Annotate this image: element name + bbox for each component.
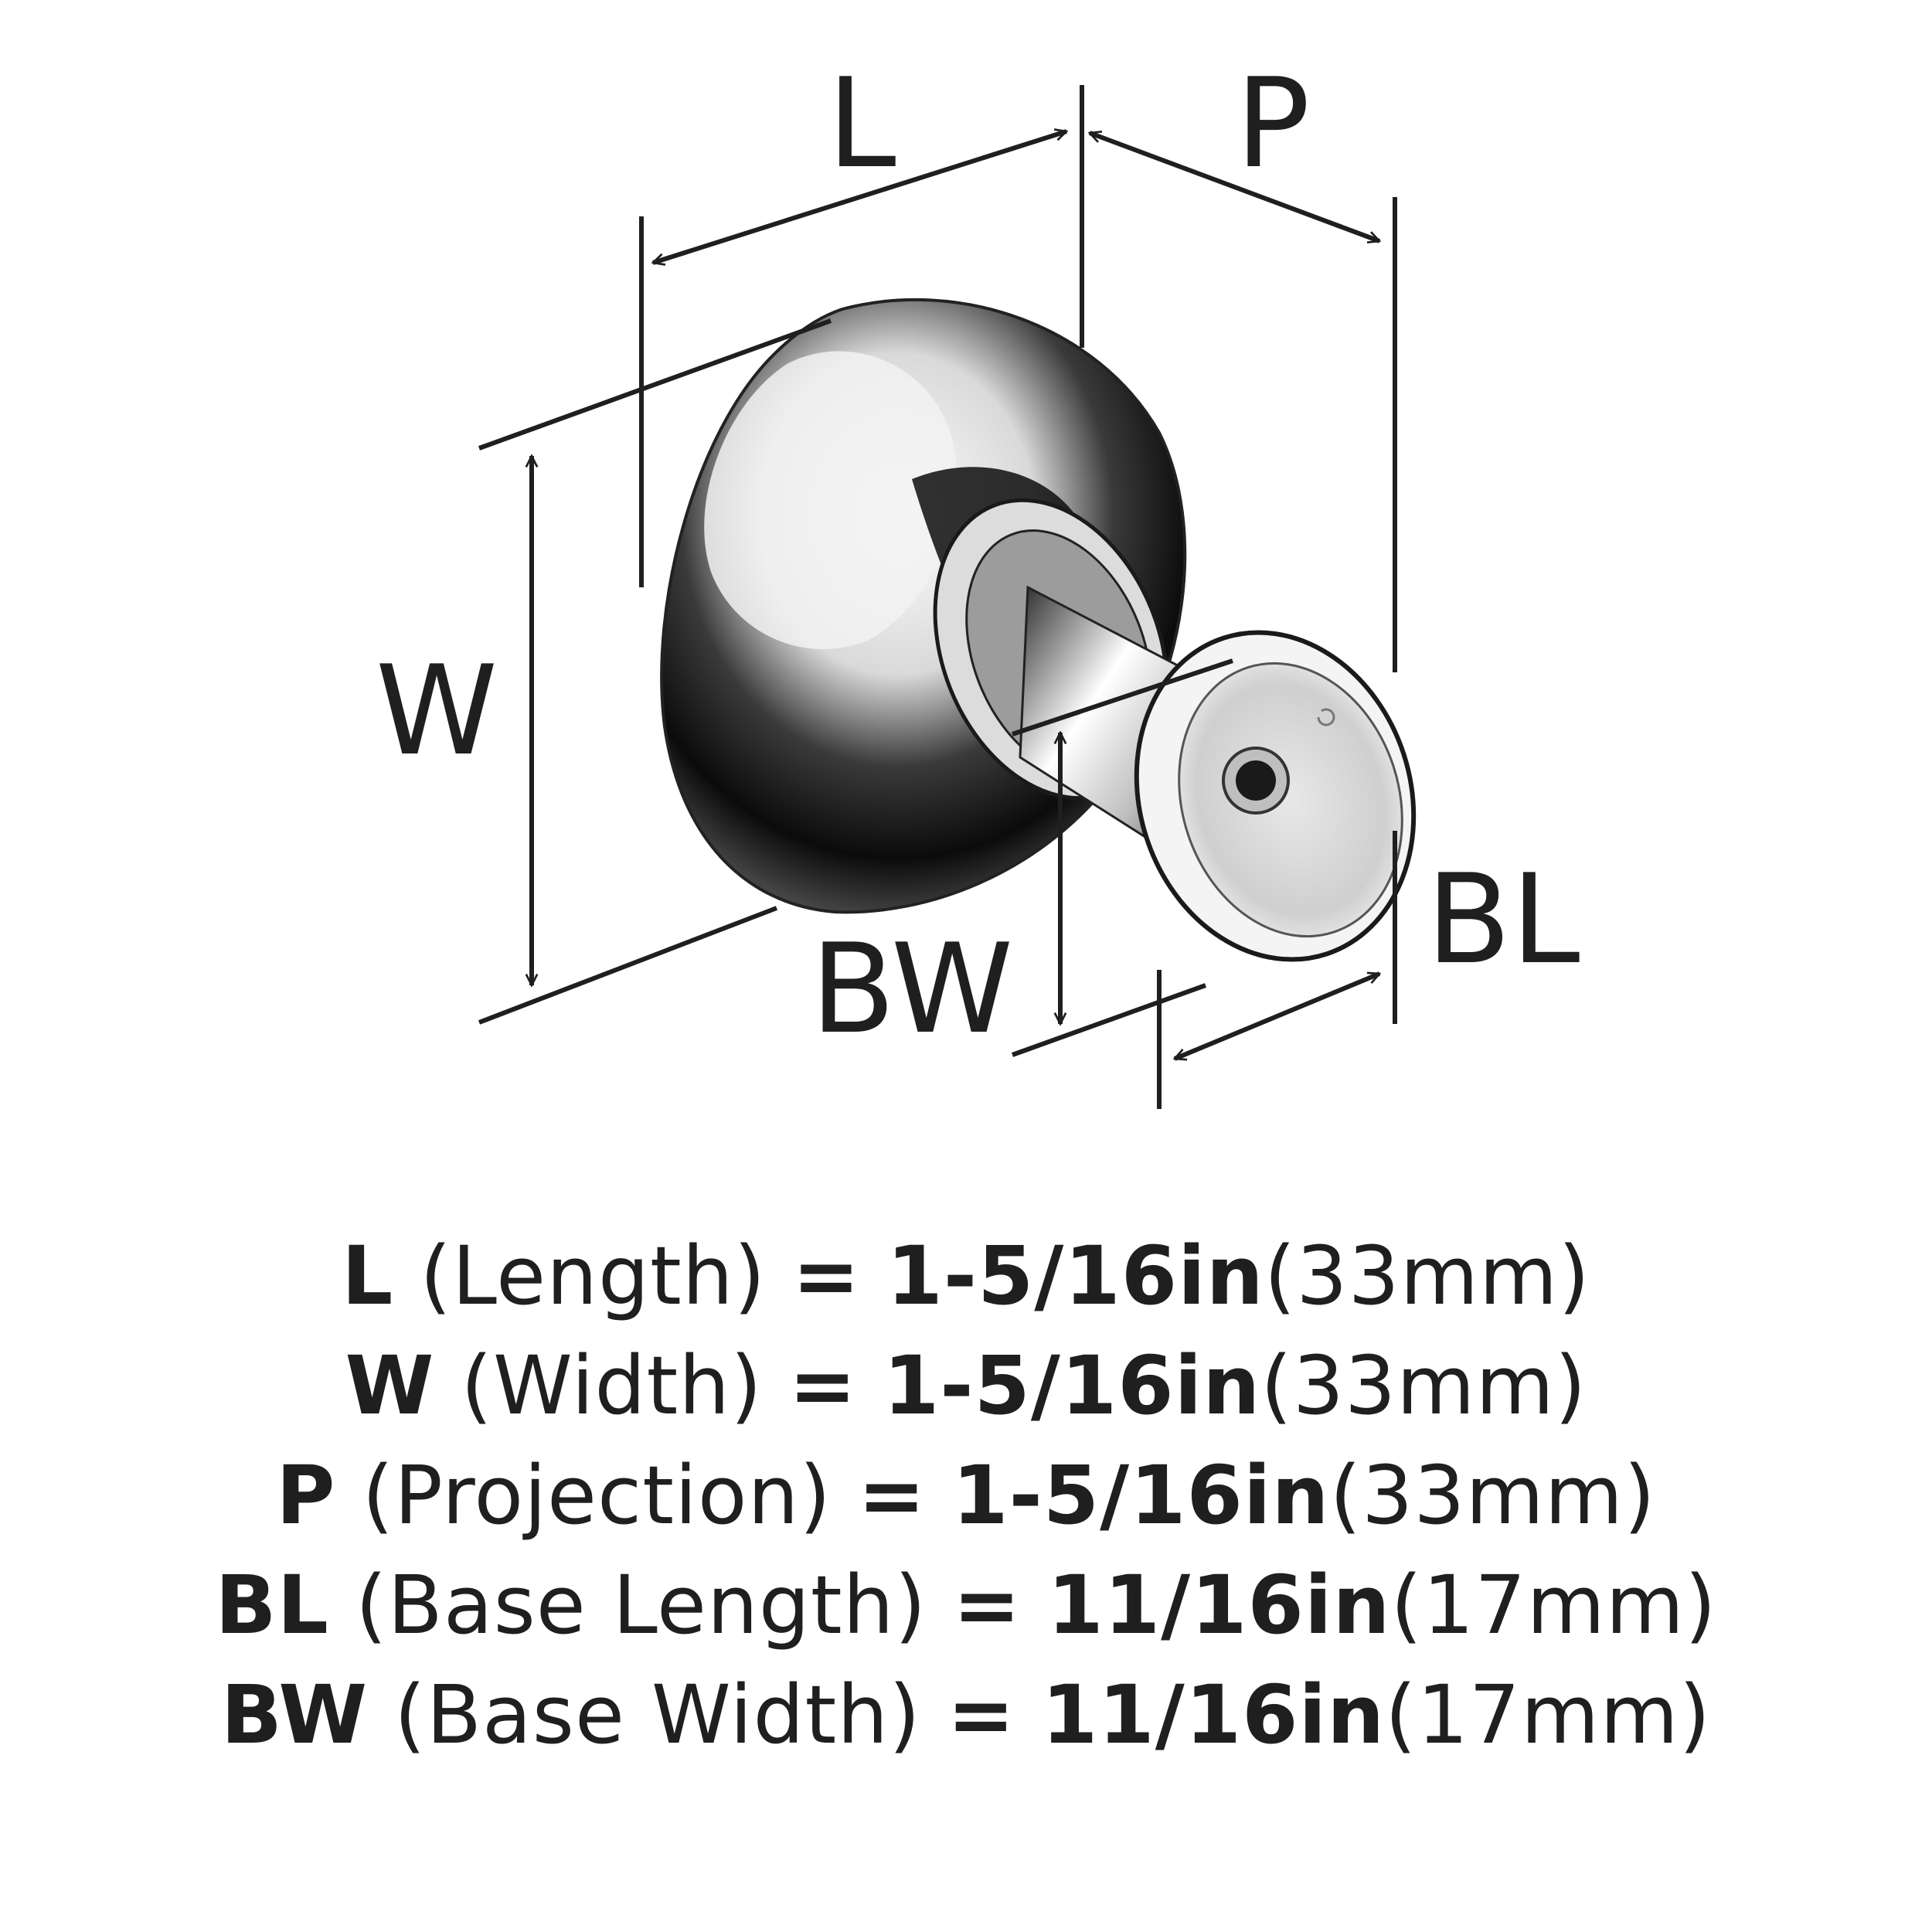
- label-p: P: [1236, 51, 1310, 196]
- spec-row-base-length: BL (Base Length) = 11/16in(17mm): [0, 1550, 1932, 1660]
- spec-code: W: [345, 1338, 435, 1433]
- spec-equals: =: [947, 1668, 1015, 1762]
- spec-imperial: 1-5/16in: [952, 1448, 1330, 1543]
- spec-name: (Projection): [362, 1448, 832, 1543]
- knob-illustration: [660, 298, 1417, 962]
- spec-row-width: W (Width) = 1-5/16in(33mm): [0, 1331, 1932, 1440]
- label-l: L: [827, 51, 896, 196]
- spec-equals: =: [953, 1558, 1022, 1652]
- label-w: W: [376, 638, 498, 783]
- spec-metric: (17mm): [1385, 1668, 1712, 1762]
- label-bw: BW: [811, 917, 1013, 1061]
- spec-imperial: 1-5/16in: [886, 1229, 1264, 1323]
- spec-metric: (17mm): [1390, 1558, 1717, 1652]
- specifications-list: L (Length) = 1-5/16in(33mm) W (Width) = …: [0, 1221, 1932, 1770]
- spec-imperial: 1-5/16in: [883, 1338, 1261, 1433]
- spec-metric: (33mm): [1329, 1448, 1656, 1543]
- bw-extension-bottom: [1011, 983, 1207, 1057]
- spec-imperial: 11/16in: [1047, 1558, 1391, 1652]
- spec-imperial: 11/16in: [1042, 1668, 1386, 1762]
- label-bl: BL: [1427, 847, 1580, 992]
- spec-code: P: [276, 1448, 336, 1543]
- dimension-lines: [478, 85, 1397, 1109]
- spec-metric: (33mm): [1264, 1229, 1590, 1323]
- p-arrow: [1090, 133, 1379, 241]
- bw-extension-top: [1012, 658, 1233, 736]
- l-arrow: [653, 131, 1066, 263]
- spec-name: (Base Length): [355, 1558, 927, 1652]
- spec-code: L: [342, 1229, 394, 1323]
- spec-equals: =: [858, 1448, 927, 1543]
- spec-name: (Width): [461, 1338, 763, 1433]
- spec-row-base-width: BW (Base Width) = 11/16in(17mm): [0, 1660, 1932, 1770]
- spec-code: BW: [220, 1668, 369, 1762]
- spec-metric: (33mm): [1260, 1338, 1587, 1433]
- spec-code: BL: [215, 1558, 329, 1652]
- spec-equals: =: [788, 1338, 857, 1433]
- dimension-diagram: L P W BW BL: [376, 51, 1580, 1109]
- spec-name: (Base Width): [394, 1668, 921, 1762]
- spec-row-projection: P (Projection) = 1-5/16in(33mm): [0, 1440, 1932, 1550]
- spec-equals: =: [792, 1229, 861, 1323]
- bl-arrow: [1175, 971, 1379, 1061]
- spec-name: (Length): [420, 1229, 767, 1323]
- w-extension-bottom: [478, 906, 778, 1025]
- spec-row-length: L (Length) = 1-5/16in(33mm): [0, 1221, 1932, 1331]
- w-extension-top: [478, 318, 832, 451]
